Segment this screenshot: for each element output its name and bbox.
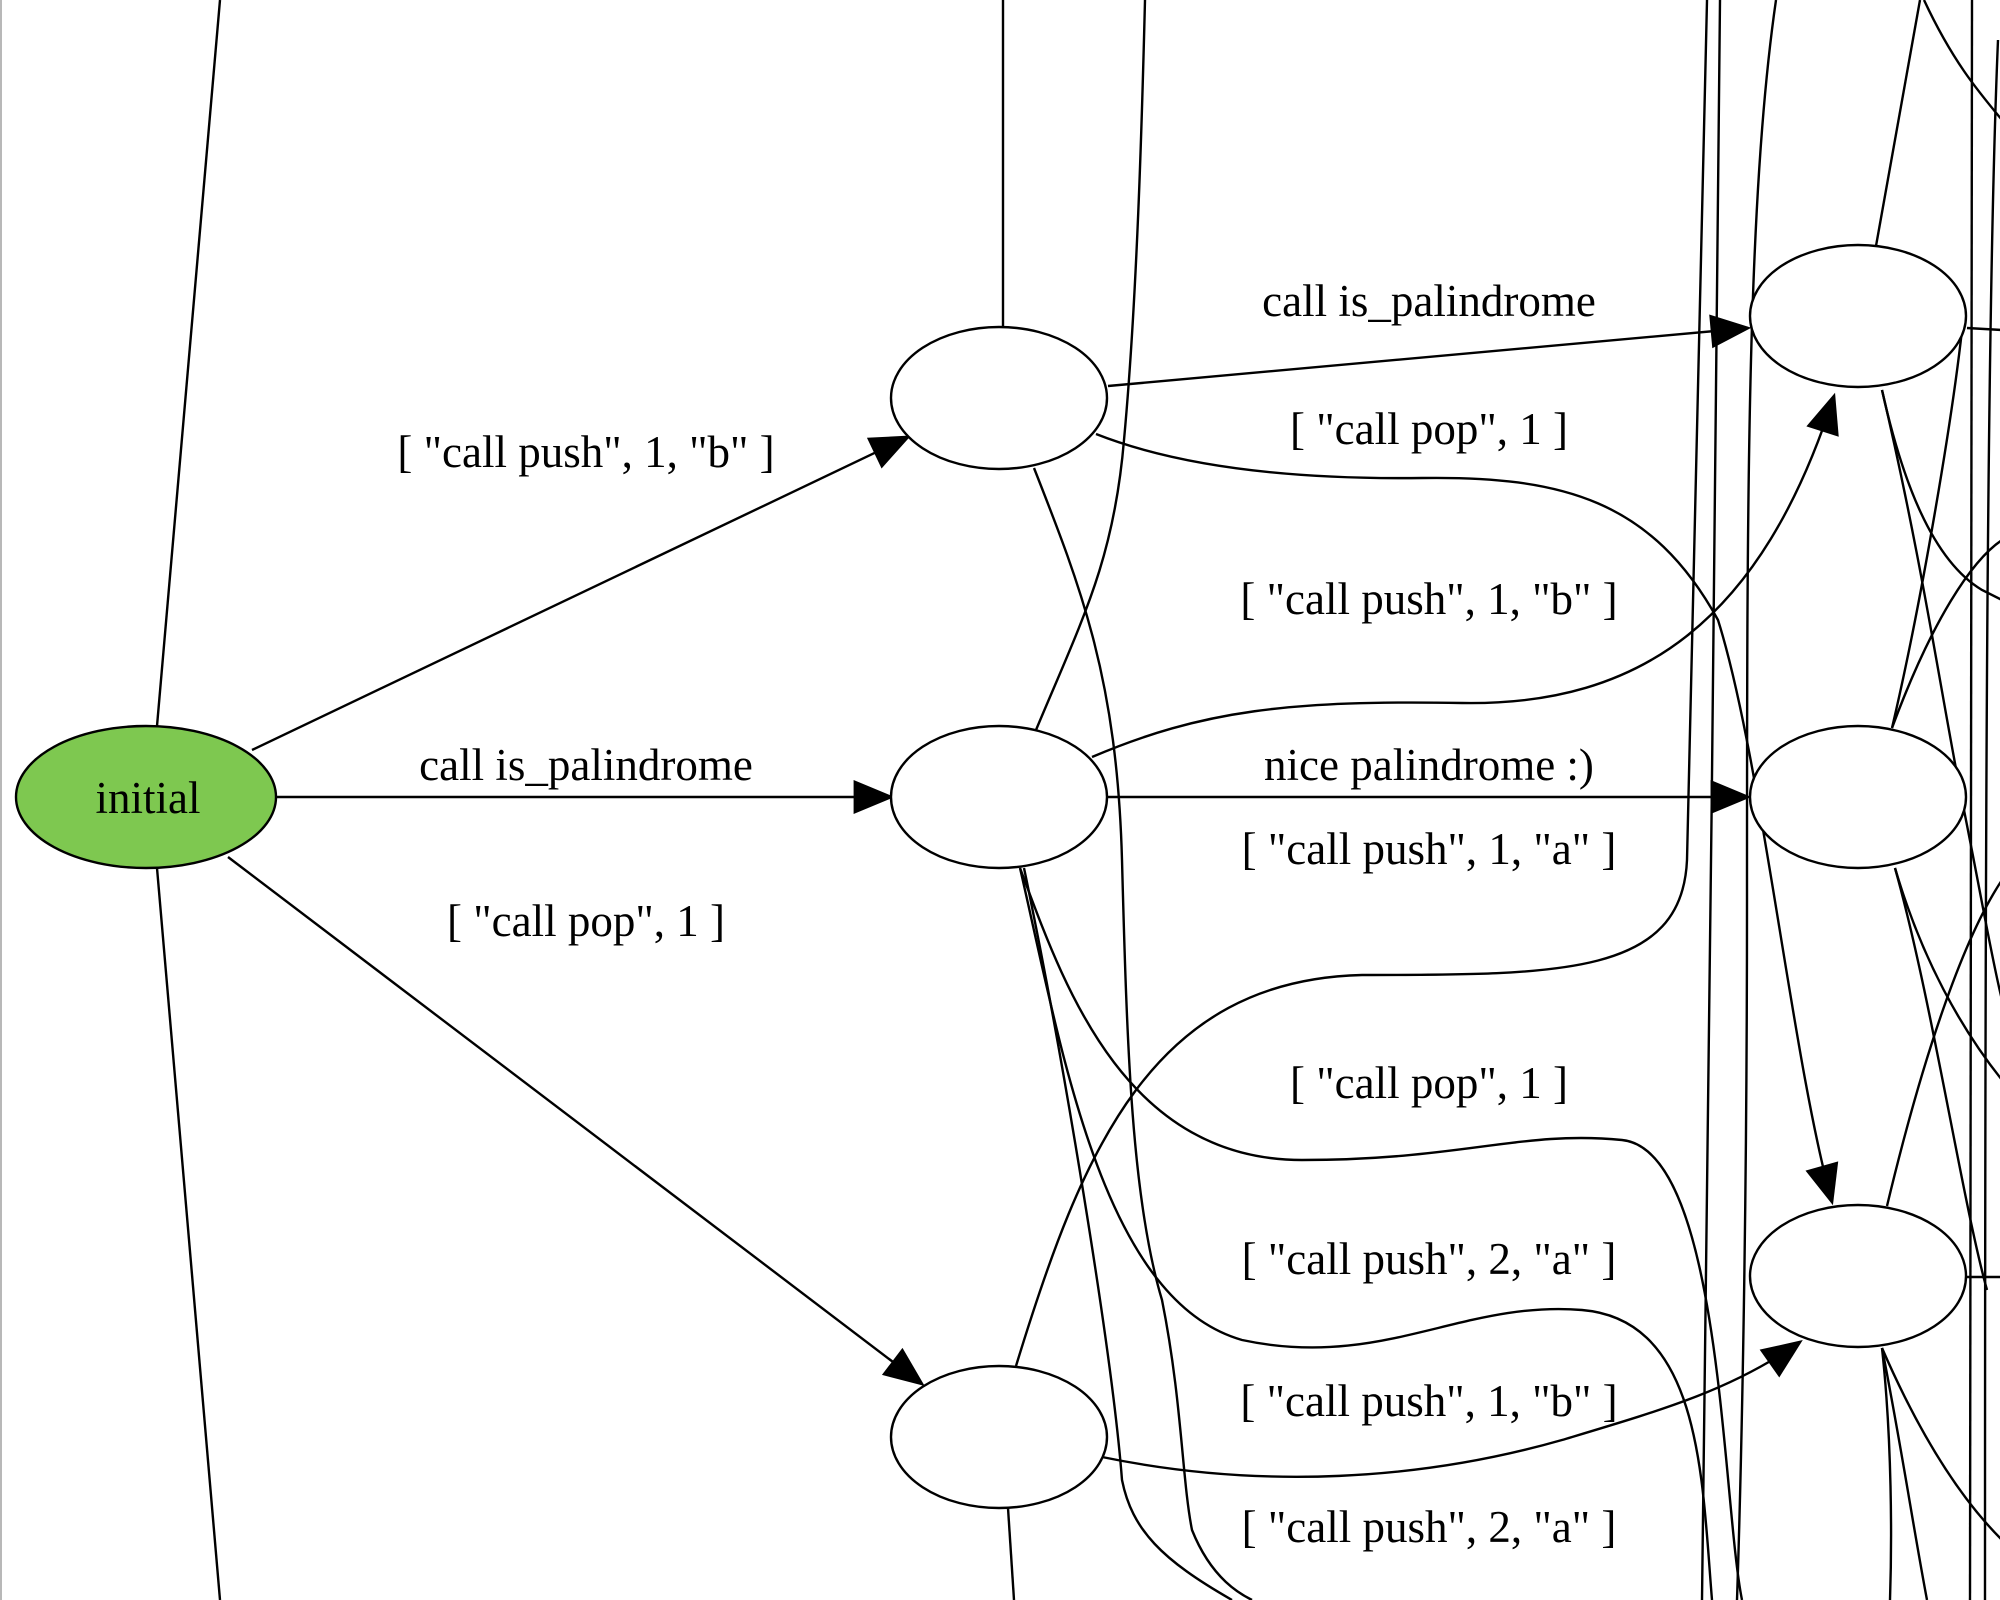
edge-r1-right: [1966, 326, 2000, 332]
edge-label: call is_palindrome: [1262, 276, 1596, 326]
edge-m3-push2a-offscreen: [1022, 867, 1233, 1600]
edge-col-vert-2: [1735, 0, 1778, 1600]
edge-label: call is_palindrome: [419, 740, 753, 790]
edge-initial-m3: [227, 856, 925, 1387]
edge-r-right-vert-1: [1968, 0, 1974, 1600]
edge-label: nice palindrome :): [1264, 740, 1594, 790]
edge-r2-up: [1890, 539, 2000, 729]
edge-label: [ "call push", 1, "a" ]: [1242, 824, 1617, 874]
edge-m2-r1: [1091, 392, 1839, 759]
edge-m3-down: [1006, 1507, 1016, 1600]
node-mid-1[interactable]: [889, 325, 1109, 471]
node-right-1[interactable]: [1748, 243, 1968, 389]
edge-col-vert-1: [1700, 0, 1722, 1600]
edge-r2-down: [1893, 867, 2000, 1080]
initial-node-label: initial: [96, 773, 201, 823]
edge-m3-r3: [1101, 1340, 1803, 1479]
node-right-3[interactable]: [1748, 1203, 1968, 1349]
node-mid-2[interactable]: [889, 724, 1109, 870]
edge-r1-up: [1874, 0, 1922, 247]
edge-m1-push2a-offscreen: [1018, 867, 1714, 1600]
edge-r3-up: [1885, 880, 2000, 1207]
edge-label: [ "call push", 1, "b" ]: [397, 427, 774, 477]
edge-m1-r1: [1107, 314, 1752, 388]
node-initial[interactable]: initial: [14, 724, 278, 870]
background-edges: [155, 0, 2000, 1600]
node-right-2[interactable]: [1748, 724, 1968, 870]
edge-m2-pop-offscreen: [1018, 867, 1744, 1600]
nodes: initial: [14, 243, 1968, 1510]
edge-r3-down: [1880, 1347, 1929, 1600]
edge-label: [ "call push", 2, "a" ]: [1242, 1234, 1617, 1284]
edge-r2-down2: [1893, 867, 1989, 1291]
edge-m2-up-curve: [1034, 0, 1147, 731]
edge-label: [ "call push", 2, "a" ]: [1242, 1502, 1617, 1552]
edge-label: [ "call push", 1, "b" ]: [1240, 1376, 1617, 1426]
edge-m1-down-curve: [1032, 467, 1253, 1600]
edge-label: [ "call push", 1, "b" ]: [1240, 574, 1617, 624]
edge-label: [ "call pop", 1 ]: [1290, 404, 1568, 454]
edge-r-right-diag: [1922, 0, 2000, 120]
edge-m1-r3: [1095, 432, 1839, 1206]
edge-r3-down3: [1880, 1347, 1893, 1600]
edge-initial-up: [155, 0, 222, 727]
edge-r1-down: [1880, 389, 2000, 601]
edge-label: [ "call pop", 1 ]: [447, 896, 725, 946]
edge-initial-m1: [251, 435, 912, 752]
edge-r-right-vert-2: [1983, 39, 2000, 1600]
initial-node-shape: [14, 724, 278, 870]
edge-r3-down2: [1880, 1347, 2000, 1540]
edge-labels: [ "call push", 1, "b" ] call is_palindro…: [397, 276, 1617, 1552]
edge-r2-up2: [1890, 329, 1964, 729]
edge-label: [ "call pop", 1 ]: [1290, 1058, 1568, 1108]
edge-m3-push1a-offscreen: [1014, 0, 1709, 1367]
main-edges: [227, 314, 1839, 1479]
node-mid-3[interactable]: [889, 1364, 1109, 1510]
edge-initial-down: [155, 867, 222, 1600]
